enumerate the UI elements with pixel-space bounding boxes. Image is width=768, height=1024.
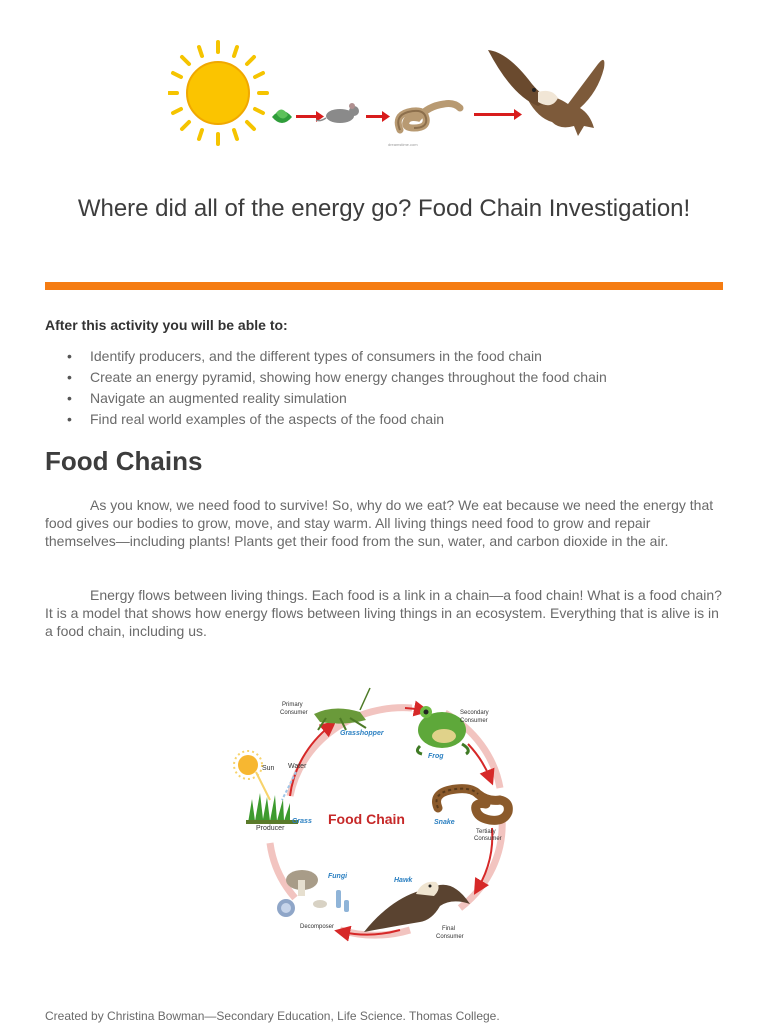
frog-label: Frog bbox=[428, 753, 444, 760]
section-heading: Food Chains bbox=[45, 446, 203, 476]
sun-icon bbox=[233, 750, 271, 801]
final-consumer-label-2: Consumer bbox=[436, 934, 464, 940]
bullet-icon: • bbox=[67, 348, 72, 364]
bullet-icon: • bbox=[67, 390, 72, 406]
snake-label: Snake bbox=[434, 819, 455, 826]
leaf-icon bbox=[272, 109, 292, 123]
grass-label: Grass bbox=[292, 818, 312, 825]
objective-text: Create an energy pyramid, showing how en… bbox=[90, 369, 607, 385]
energy-flow-paragraph: Energy flows between living things. Each… bbox=[45, 587, 722, 639]
footer-credit: Created by Christina Bowman—Secondary Ed… bbox=[45, 1009, 500, 1023]
secondary-consumer-label-1: Secondary bbox=[460, 710, 489, 716]
mouse-icon bbox=[315, 103, 359, 123]
intro-paragraph: As you know, we need food to survive! So… bbox=[45, 497, 714, 549]
arrow-icon bbox=[366, 111, 390, 122]
objectives-heading: After this activity you will be able to: bbox=[45, 317, 288, 333]
hawk-icon bbox=[488, 50, 605, 136]
objective-text: Navigate an augmented reality simulation bbox=[90, 390, 347, 406]
tertiary-consumer-label-1: Tertiary bbox=[476, 829, 496, 835]
hawk-label: Hawk bbox=[394, 877, 413, 884]
grasshopper-label: Grasshopper bbox=[340, 730, 385, 737]
bullet-icon: • bbox=[67, 369, 72, 385]
decomposer-label: Decomposer bbox=[300, 924, 334, 930]
objective-text: Find real world examples of the aspects … bbox=[90, 411, 445, 427]
bullet-icon: • bbox=[67, 411, 72, 427]
grass-icon bbox=[246, 793, 298, 824]
sun-label: Sun bbox=[262, 765, 275, 772]
food-chain-banner-illustration: dreamstime.com bbox=[168, 40, 605, 147]
objective-text: Identify producers, and the different ty… bbox=[90, 348, 542, 364]
snake-icon bbox=[432, 784, 513, 825]
tertiary-consumer-label-2: Consumer bbox=[474, 836, 502, 842]
watermark-text: dreamstime.com bbox=[388, 142, 418, 147]
arrow-icon bbox=[474, 109, 522, 120]
food-chain-diagram: Sun Water Grass Producer Primary Consume… bbox=[233, 687, 513, 942]
fungi-icon bbox=[277, 870, 349, 917]
arrow-icon bbox=[334, 925, 401, 942]
secondary-consumer-label-2: Consumer bbox=[460, 718, 488, 724]
objectives-list: • Identify producers, and the different t… bbox=[45, 346, 725, 430]
diagram-center-label: Food Chain bbox=[328, 811, 405, 827]
water-label: Water bbox=[288, 763, 307, 770]
list-item: • Identify producers, and the different t… bbox=[45, 346, 725, 367]
list-item: • Create an energy pyramid, showing how e… bbox=[45, 367, 725, 388]
hawk-icon bbox=[364, 881, 470, 932]
page-title: Where did all of the energy go? Food Cha… bbox=[77, 195, 691, 222]
arrow-icon bbox=[467, 743, 495, 786]
sun-icon bbox=[168, 40, 269, 146]
water-stream bbox=[281, 771, 297, 801]
list-item: • Find real world examples of the aspects… bbox=[45, 409, 725, 430]
frog-icon bbox=[415, 706, 470, 756]
producer-label: Producer bbox=[256, 825, 285, 832]
snake-icon bbox=[394, 100, 464, 134]
arrow-icon bbox=[289, 721, 337, 797]
arrow-icon bbox=[473, 827, 494, 895]
final-consumer-label-1: Final bbox=[442, 926, 455, 932]
arrow-icon bbox=[296, 111, 324, 122]
grasshopper-icon bbox=[314, 687, 371, 731]
primary-consumer-label-2: Consumer bbox=[280, 710, 308, 716]
orange-divider bbox=[45, 282, 723, 290]
list-item: • Navigate an augmented reality simulatio… bbox=[45, 388, 725, 409]
fungi-label: Fungi bbox=[328, 873, 348, 880]
primary-consumer-label-1: Primary bbox=[282, 702, 303, 708]
